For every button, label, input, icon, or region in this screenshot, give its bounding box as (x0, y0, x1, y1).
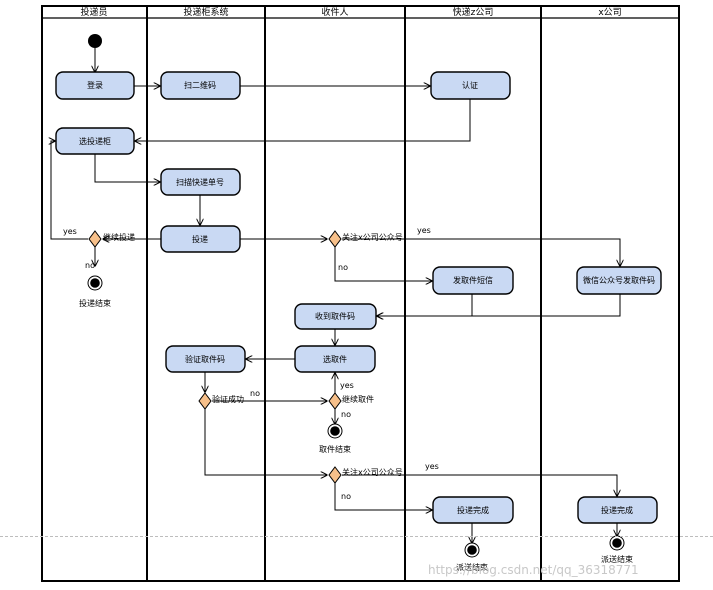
action-auth-label: 认证 (462, 80, 478, 90)
action-scan-tracking: 扫描快递单号 (160, 168, 241, 196)
decision-follow-official-2-label: 关注x公司公众号 (342, 467, 403, 477)
guard-no-pickup: no (341, 410, 351, 419)
action-wechat-code: 微信公众号发取件码 (576, 266, 662, 295)
action-send-sms-label: 发取件短信 (453, 275, 493, 285)
decision-continue-pickup: 继续取件 (328, 392, 374, 410)
guard-no-follow-1: no (338, 263, 348, 272)
final-pickup-end: 取件结束 (319, 423, 351, 454)
action-receive-code-label: 收到取件码 (315, 311, 355, 321)
lane-title-locker-system: 投递柜系统 (183, 6, 228, 18)
decision-follow-official-1-label: 关注x公司公众号 (342, 232, 403, 242)
action-pickup: 选取件 (294, 345, 376, 373)
initial-node (88, 34, 102, 48)
action-verify-code-label: 验证取件码 (185, 354, 225, 364)
action-send-sms: 发取件短信 (432, 266, 514, 295)
decision-continue-deliver: 继续投递 (88, 230, 135, 248)
action-wechat-code-label: 微信公众号发取件码 (583, 275, 655, 285)
decision-verify-success: 验证成功 (198, 392, 244, 410)
lane-title-express-z: 快递z公司 (453, 6, 494, 18)
decision-continue-deliver-label: 继续投递 (103, 232, 135, 242)
action-complete-x: 投递完成 (577, 496, 658, 524)
action-select-locker: 选投递柜 (55, 127, 135, 155)
action-login: 登录 (55, 71, 135, 100)
action-scan-qr: 扫二维码 (160, 71, 241, 100)
decision-continue-pickup-label: 继续取件 (342, 394, 374, 404)
page-break-divider (0, 536, 713, 537)
lane-title-courier: 投递员 (80, 6, 107, 18)
final-deliver-end: 投递结束 (79, 275, 111, 308)
guard-no-deliver: no (85, 261, 95, 270)
action-verify-code: 验证取件码 (165, 345, 246, 373)
action-deliver-label: 投递 (192, 234, 208, 244)
decision-follow-official-1: 关注x公司公众号 (328, 230, 403, 248)
lane-title-recipient: 收件人 (321, 6, 348, 18)
decision-follow-official-2: 关注x公司公众号 (328, 466, 403, 484)
decision-verify-success-label: 验证成功 (212, 394, 244, 404)
action-login-label: 登录 (87, 80, 103, 90)
guard-no-verify: no (250, 389, 260, 398)
final-deliver-end-label: 投递结束 (79, 298, 111, 308)
final-dispatch-end-z: 派送结束 (456, 542, 488, 572)
connectors (51, 48, 620, 543)
action-complete-x-label: 投递完成 (601, 505, 633, 515)
action-complete-z-label: 投递完成 (457, 505, 489, 515)
final-dispatch-end-x: 派送结束 (601, 535, 633, 564)
action-auth: 认证 (430, 71, 511, 100)
action-pickup-label: 选取件 (323, 354, 347, 364)
action-select-locker-label: 选投递柜 (79, 136, 111, 146)
watermark: https://blog.csdn.net/qq_36318771 (428, 563, 639, 577)
guard-yes-follow-2: yes (425, 462, 439, 471)
guard-yes-deliver: yes (63, 227, 77, 236)
swimlane-frame (41, 5, 680, 582)
final-dispatch-end-z-label: 派送结束 (456, 562, 488, 572)
action-receive-code: 收到取件码 (294, 303, 377, 330)
action-complete-z: 投递完成 (432, 496, 514, 524)
guard-no-follow-2: no (341, 492, 351, 501)
lane-title-company-x: x公司 (598, 7, 621, 18)
final-dispatch-end-x-label: 派送结束 (601, 554, 633, 564)
final-pickup-end-label: 取件结束 (319, 444, 351, 454)
action-deliver: 投递 (160, 225, 241, 253)
guard-yes-follow-1: yes (417, 226, 431, 235)
action-scan-tracking-label: 扫描快递单号 (176, 177, 224, 187)
action-scan-qr-label: 扫二维码 (184, 80, 216, 90)
guard-yes-pickup: yes (340, 381, 354, 390)
